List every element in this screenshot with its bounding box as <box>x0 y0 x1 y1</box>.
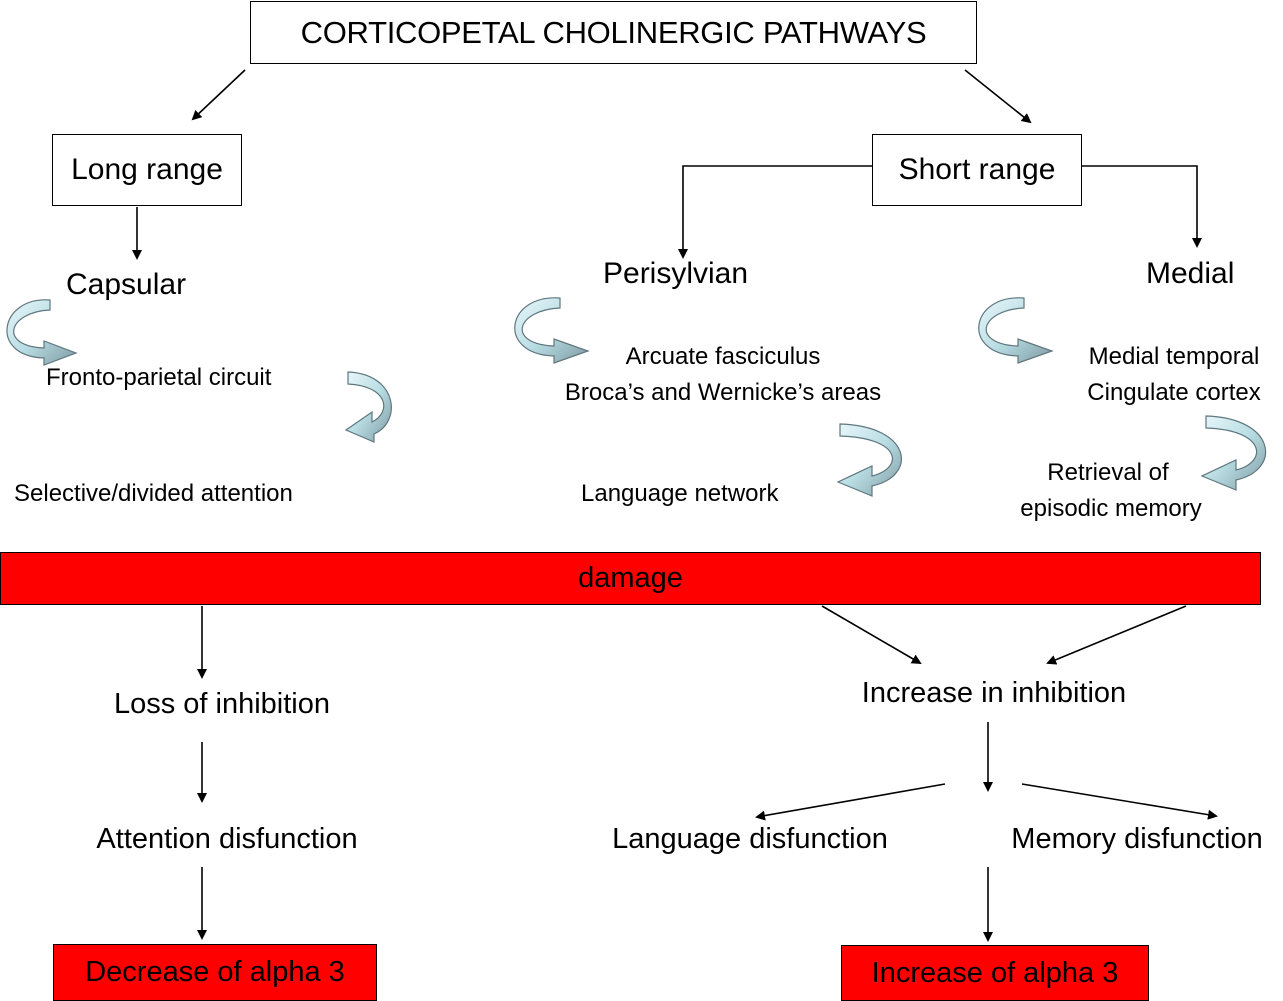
perisylvian-label: Perisylvian <box>603 257 749 290</box>
broca-wernicke-label: Broca’s and Wernicke’s areas <box>564 379 882 406</box>
episodic-memory-label: episodic memory <box>1020 495 1202 522</box>
retrieval-label: Retrieval of <box>1047 459 1169 486</box>
arrow-damage-to-increase-a <box>821 605 922 665</box>
fronto-parietal-label: Fronto-parietal circuit <box>46 364 272 391</box>
medial-temporal-label: Medial temporal <box>1088 343 1260 370</box>
curved-arrow-icon <box>514 297 590 364</box>
arrow-title-to-short <box>964 69 1032 124</box>
curved-arrow-icon <box>978 297 1054 364</box>
decrease-alpha3-box: Decrease of alpha 3 <box>53 944 377 1001</box>
arrow-damage-to-increase-b <box>1046 605 1187 665</box>
decrease-alpha3-label: Decrease of alpha 3 <box>85 956 345 988</box>
arrow-short-to-perisylvian <box>678 165 874 259</box>
attention-disfunction-label: Attention disfunction <box>96 823 358 855</box>
curved-arrow-icon <box>836 423 902 497</box>
curved-arrow-icon <box>6 299 78 366</box>
long-range-box: Long range <box>52 134 242 206</box>
attention-function-label: Selective/divided attention <box>14 480 293 507</box>
arrow-to-memory <box>1021 783 1218 820</box>
short-range-box: Short range <box>872 134 1082 206</box>
short-range-label: Short range <box>898 153 1056 186</box>
medial-label: Medial <box>1146 257 1235 290</box>
increase-alpha3-box: Increase of alpha 3 <box>841 945 1149 1001</box>
damage-label: damage <box>578 562 683 594</box>
damage-bar: damage <box>0 552 1261 605</box>
language-network-label: Language network <box>581 480 779 507</box>
diagram-title: CORTICOPETAL CHOLINERGIC PATHWAYS <box>300 14 927 50</box>
capsular-label: Capsular <box>66 268 187 301</box>
long-range-label: Long range <box>71 153 223 186</box>
language-disfunction-label: Language disfunction <box>612 823 888 855</box>
cingulate-label: Cingulate cortex <box>1087 379 1261 406</box>
curved-arrow-icon <box>1200 415 1267 491</box>
increase-alpha3-label: Increase of alpha 3 <box>871 956 1119 989</box>
title-box: CORTICOPETAL CHOLINERGIC PATHWAYS <box>250 1 977 64</box>
loss-of-inhibition-label: Loss of inhibition <box>113 688 331 720</box>
memory-disfunction-label: Memory disfunction <box>1011 823 1263 855</box>
arrow-to-language <box>755 783 946 821</box>
curved-arrow-icon <box>344 371 392 443</box>
arrow-title-to-long <box>191 69 246 121</box>
arrow-short-to-medial <box>1081 165 1202 248</box>
increase-in-inhibition-label: Increase in inhibition <box>861 677 1127 709</box>
arcuate-label: Arcuate fasciculus <box>625 343 821 370</box>
